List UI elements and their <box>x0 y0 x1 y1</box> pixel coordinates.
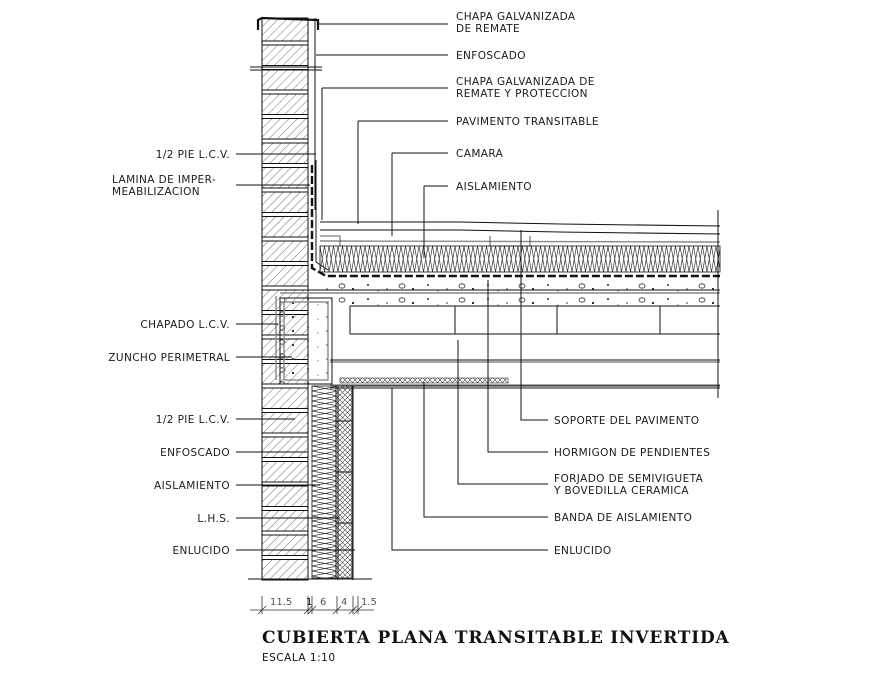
mortar-fill <box>263 188 307 192</box>
mortar-fill <box>263 384 307 388</box>
label-pavimento-transitable: PAVIMENTO TRANSITABLE <box>456 116 599 128</box>
label-aislamiento-wall: AISLAMIENTO <box>154 480 230 492</box>
label-aislamiento-roof: AISLAMIENTO <box>456 181 532 193</box>
label-chapado-lcv: CHAPADO L.C.V. <box>140 319 230 331</box>
dimension-lhs: 4 <box>341 597 347 608</box>
mortar-fill <box>263 164 307 167</box>
mortar-fill <box>263 507 307 510</box>
drawing-title: CUBIERTA PLANA TRANSITABLE INVERTIDA <box>262 628 730 648</box>
label-enfoscado-top: ENFOSCADO <box>456 50 526 62</box>
label-chapa-galvanizada-remate: CHAPA GALVANIZADA DE REMATE <box>456 11 579 35</box>
roof-build-up <box>262 210 721 398</box>
coping-flashing <box>256 16 320 30</box>
mortar-fill <box>263 409 307 412</box>
labels-left: 1/2 PIE L.C.V. LAMINA DE IMPER- MEABILIZ… <box>108 149 230 557</box>
dimension-insulation: 6 <box>320 597 326 608</box>
inner-leaf-wall <box>311 385 354 580</box>
mortar-fill <box>263 90 307 94</box>
mortar-fill <box>263 286 307 290</box>
mortar-fill <box>263 531 307 535</box>
label-enfoscado-wall: ENFOSCADO <box>160 447 230 459</box>
label-chapa-remate-proteccion: CHAPA GALVANIZADA DE REMATE Y PROTECCION <box>456 76 599 100</box>
label-forjado: FORJADO DE SEMIVIGUETA Y BOVEDILLA CERAM… <box>553 473 707 497</box>
drawing-scale: ESCALA 1:10 <box>262 652 336 664</box>
label-hormigon-pendientes: HORMIGON DE PENDIENTES <box>554 447 710 459</box>
labels-right: CHAPA GALVANIZADA DE REMATE ENFOSCADO CH… <box>456 11 710 557</box>
mortar-fill <box>263 458 307 461</box>
mortar-fill <box>263 262 307 265</box>
label-zuncho-perimetral: ZUNCHO PERIMETRAL <box>108 352 230 364</box>
mortar-fill <box>263 41 307 45</box>
label-lhs: L.H.S. <box>197 513 230 525</box>
mortar-fill <box>263 482 307 486</box>
label-enlucido-wall: ENLUCIDO <box>173 545 230 557</box>
mortar-fill <box>263 115 307 118</box>
label-enlucido-ceiling: ENLUCIDO <box>554 545 611 557</box>
label-camara: CAMARA <box>456 148 504 160</box>
dimension-plaster: 1.5 <box>361 597 377 608</box>
dimension-line: 11.5 1 6 4 1.5 <box>250 596 377 615</box>
leader-lines-left <box>236 153 355 551</box>
perimeter-tie-beam <box>275 296 333 385</box>
label-medio-pie-lcv-bottom: 1/2 PIE L.C.V. <box>156 414 230 426</box>
label-lamina-impermeabilizacion: LAMINA DE IMPER- MEABILIZACION <box>112 174 220 198</box>
dimension-render: 1 <box>306 597 312 608</box>
mortar-fill <box>263 139 307 143</box>
label-medio-pie-lcv-top: 1/2 PIE L.C.V. <box>156 149 230 161</box>
mortar-fill <box>263 237 307 241</box>
label-soporte-pavimento: SOPORTE DEL PAVIMENTO <box>554 415 699 427</box>
mortar-fill <box>263 213 307 216</box>
label-banda-aislamiento: BANDA DE AISLAMIENTO <box>554 512 692 524</box>
mortar-fill <box>263 556 307 559</box>
dimension-brick: 11.5 <box>270 597 292 608</box>
waterproofing-membrane <box>310 165 720 278</box>
leader-lines-right <box>316 23 548 551</box>
mortar-fill <box>263 433 307 437</box>
